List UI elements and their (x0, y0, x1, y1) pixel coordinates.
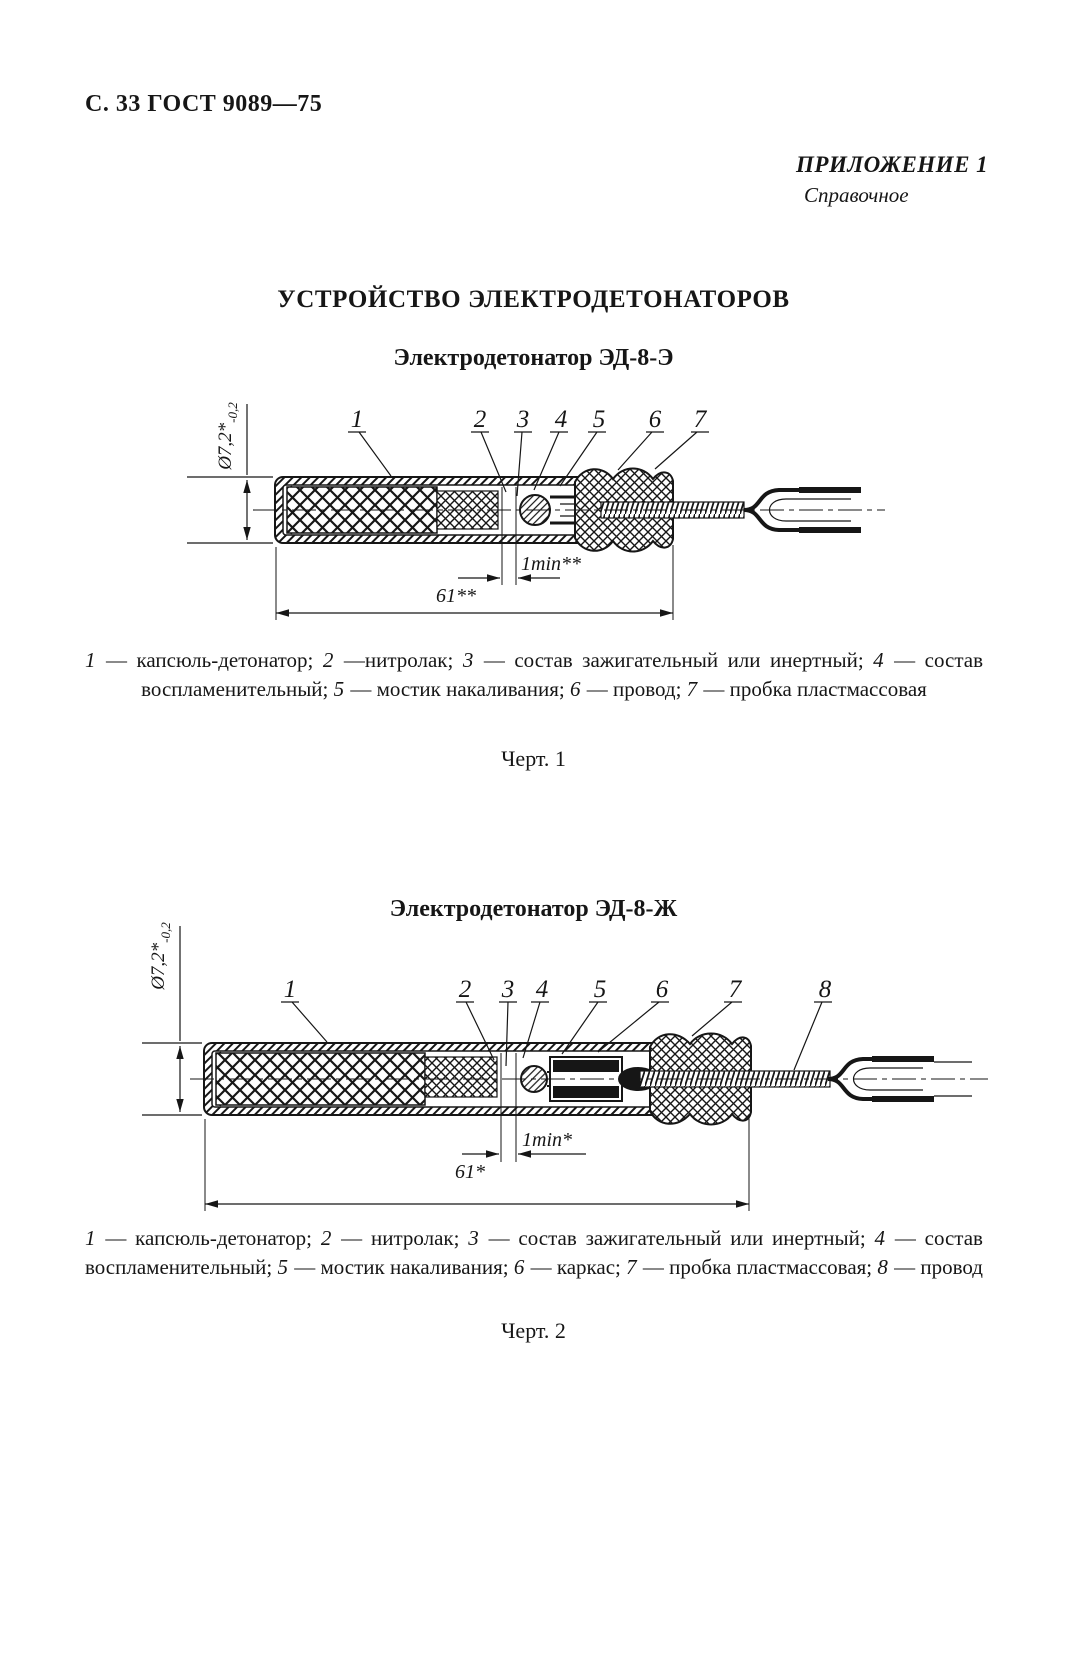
figure2-title: Электродетонатор ЭД-8-Ж (389, 896, 678, 922)
figure1-title: Электродетонатор ЭД-8-Э (393, 345, 674, 371)
figure1-legend: 1 — капсюль-детонатор; 2 —нитролак; 3 — … (85, 648, 983, 701)
fig1-min-label: 1min** (521, 553, 581, 575)
fig2-diameter-label: Ø7,2*-0,2 (148, 922, 173, 991)
fig2-callout-5: 5 (594, 976, 607, 1003)
fig2-min-label: 1min* (522, 1129, 572, 1151)
document-title: УСТРОЙСТВО ЭЛЕКТРОДЕТОНАТОРОВ (277, 286, 790, 313)
figure2-legend: 1 — капсюль-детонатор; 2 — нитролак; 3 —… (85, 1226, 983, 1279)
page-header: С. 33 ГОСТ 9089—75 (85, 91, 323, 117)
appendix-note: Справочное (804, 183, 909, 207)
figure2-caption: Черт. 2 (501, 1318, 566, 1343)
fig1-callout-2: 2 (474, 406, 487, 433)
fig1-dim-diameter: Ø7,2*-0,2 (187, 402, 273, 544)
fig1-callouts: 1 2 3 4 5 6 7 (351, 406, 708, 433)
fig1-callout-leaders (348, 431, 709, 497)
fig2-wire-fork (827, 1056, 972, 1102)
fig1-dim-min: 1min** (458, 533, 581, 585)
fig2-dim-diameter: Ø7,2*-0,2 (142, 922, 202, 1116)
fig1-callout-4: 4 (555, 406, 568, 433)
fig2-length-label: 61* (455, 1161, 485, 1183)
fig2-ignition-charge (424, 1056, 498, 1098)
fig1-callout-7: 7 (694, 406, 708, 433)
figure1-drawing: Ø7,2*-0,2 (187, 402, 885, 620)
fig1-callout-5: 5 (593, 406, 606, 433)
fig2-callout-1: 1 (284, 976, 297, 1003)
fig2-callout-leaders (281, 1001, 832, 1071)
fig1-dim-length: 61** (275, 545, 674, 620)
figure2-drawing: Ø7,2*-0,2 (142, 922, 988, 1211)
fig1-callout-6: 6 (649, 406, 662, 433)
fig2-wire-twist (639, 1070, 831, 1088)
fig2-callout-7: 7 (729, 976, 743, 1003)
fig2-callout-2: 2 (459, 976, 472, 1003)
figure1-caption: Черт. 1 (501, 746, 566, 771)
fig2-callouts: 1 2 3 4 5 6 7 8 (284, 976, 832, 1003)
fig2-callout-4: 4 (536, 976, 549, 1003)
fig1-callout-1: 1 (351, 406, 364, 433)
fig1-wire-fork (743, 487, 861, 533)
fig2-callout-8: 8 (819, 976, 832, 1003)
fig2-dim-min: 1min* (462, 1105, 586, 1162)
fig2-dim-length: 61* (204, 1114, 750, 1211)
fig1-callout-3: 3 (516, 406, 530, 433)
appendix-label: ПРИЛОЖЕНИЕ 1 (796, 152, 989, 177)
fig1-diameter-label: Ø7,2*-0,2 (215, 402, 240, 471)
fig2-callout-6: 6 (656, 976, 669, 1003)
fig1-length-label: 61** (436, 585, 476, 607)
fig2-callout-3: 3 (501, 976, 515, 1003)
